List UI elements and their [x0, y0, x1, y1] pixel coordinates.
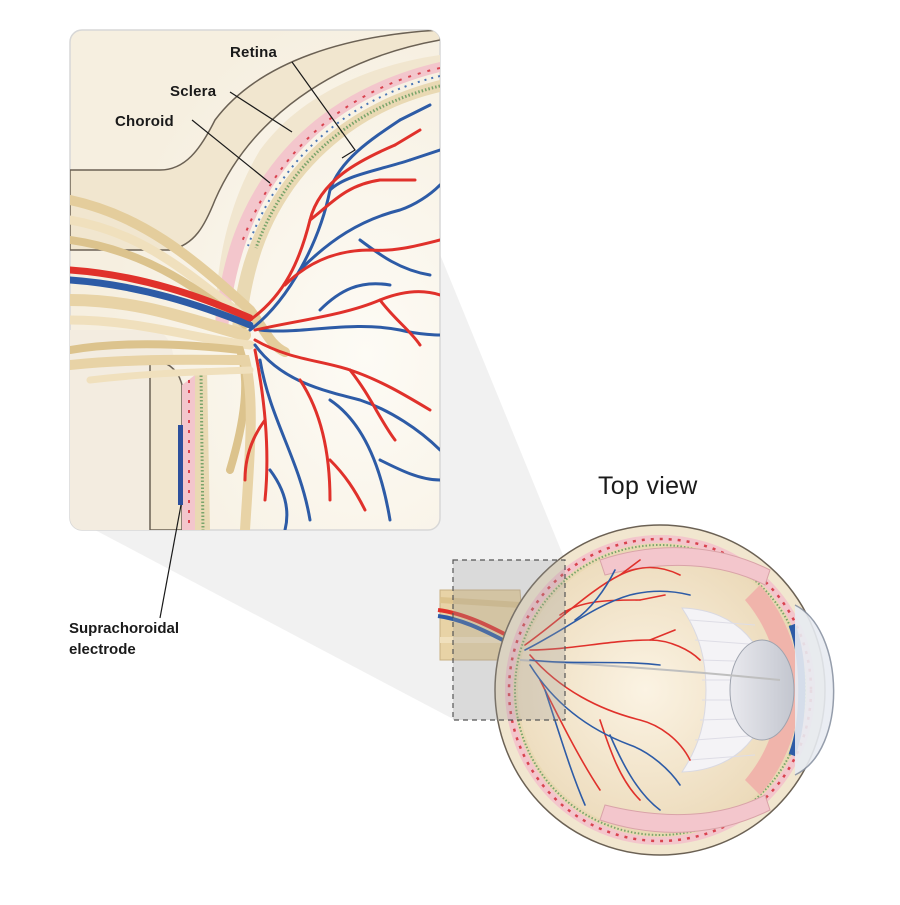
optic-nerve	[70, 195, 290, 530]
eye-top-view	[437, 524, 835, 856]
suprachoroidal-electrode	[178, 425, 183, 505]
lens	[729, 639, 795, 741]
label-choroid: Choroid	[115, 113, 174, 130]
central-vein	[70, 276, 254, 329]
retinal-vessels	[243, 103, 440, 530]
choroid-layer	[215, 62, 440, 330]
label-sclera: Sclera	[170, 83, 217, 100]
inset-panel	[69, 29, 441, 619]
label-top-view: Top view	[598, 472, 698, 500]
eye-vessels	[524, 559, 701, 811]
zoom-region-box	[452, 559, 566, 721]
label-suprachoroidal-electrode: Suprachoroidal electrode	[69, 618, 179, 660]
label-electrode-line1: Suprachoroidal	[69, 620, 180, 637]
leader-lines	[159, 61, 356, 619]
label-retina: Retina	[230, 44, 278, 61]
cornea	[794, 604, 835, 776]
central-artery	[70, 266, 254, 322]
label-electrode-line2: electrode	[69, 641, 136, 658]
retina-layer	[232, 80, 440, 330]
sclera-layer	[70, 30, 440, 251]
